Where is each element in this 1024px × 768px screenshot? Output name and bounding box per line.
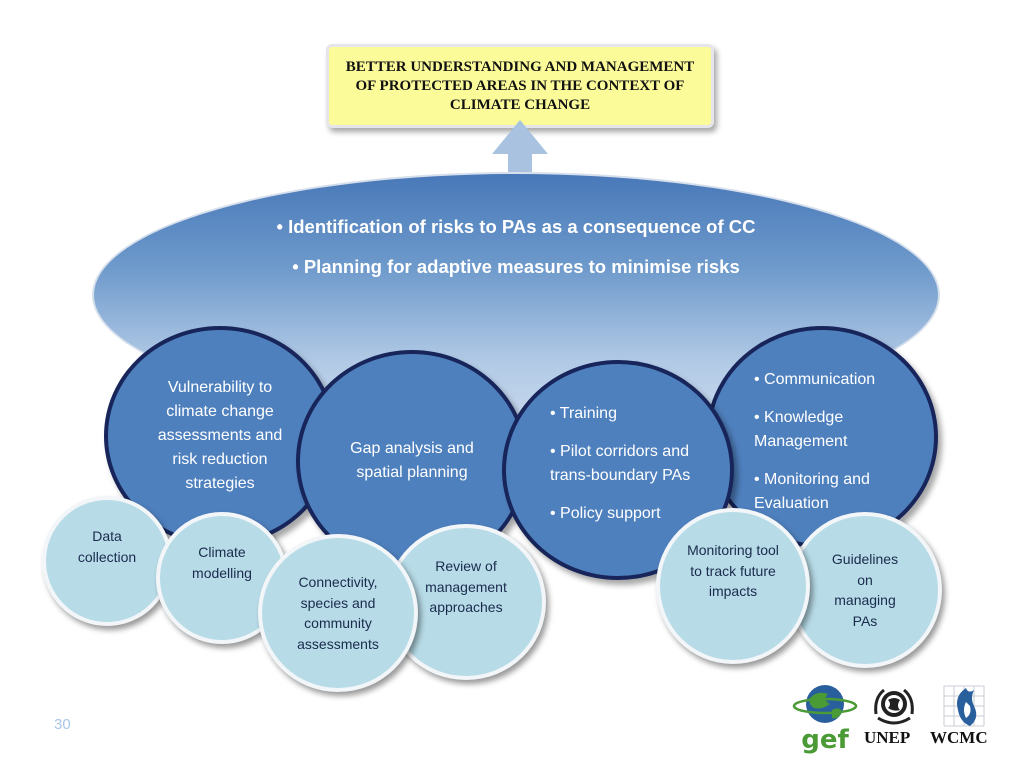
- gap-analysis-label: Gap analysis and spatial planning: [350, 440, 474, 481]
- up-arrow-icon: [492, 120, 548, 190]
- gef-logo: gef: [792, 685, 858, 754]
- guidelines-label: Guidelines on managing PAs: [831, 551, 899, 629]
- monitoring-tool-label: Monitoring tool to track future impacts: [687, 542, 779, 599]
- goal-title: BETTER UNDERSTANDING AND MANAGEMENT OF P…: [345, 58, 695, 113]
- communication-item: • Monitoring and Evaluation: [754, 471, 870, 512]
- climate-modelling-label: Climate modelling: [192, 544, 252, 581]
- connectivity-circle: Connectivity, species and community asse…: [258, 534, 418, 692]
- capacity-item: • Pilot corridors and trans-boundary PAs: [550, 443, 691, 484]
- unep-label: UNEP: [864, 728, 911, 747]
- capacity-item: • Policy support: [550, 505, 661, 522]
- objective-bullet: • Planning for adaptive measures to mini…: [292, 256, 740, 277]
- data-collection-circle: Data collection: [42, 496, 172, 626]
- objective-bullet: • Identification of risks to PAs as a co…: [276, 216, 756, 237]
- wcmc-label: WCMC: [930, 728, 988, 747]
- communication-item: • Communication: [754, 371, 876, 388]
- capacity-item: • Training: [550, 405, 617, 422]
- data-collection-label: Data collection: [77, 528, 137, 565]
- vulnerability-label: Vulnerability to climate change assessme…: [157, 379, 283, 492]
- wcmc-emblem-icon: [943, 685, 985, 727]
- unep-emblem-icon: [874, 688, 914, 725]
- communication-item: • Knowledge Management: [754, 409, 848, 450]
- communication-list: • Communication • Knowledge Management •…: [710, 330, 934, 516]
- capacity-list: • Training • Pilot corridors and trans-b…: [506, 364, 730, 526]
- review-label: Review of management approaches: [425, 558, 507, 615]
- gef-logo-text: gef: [801, 725, 849, 754]
- goal-box: BETTER UNDERSTANDING AND MANAGEMENT OF P…: [326, 44, 714, 128]
- objectives-list: • Identification of risks to PAs as a co…: [92, 216, 940, 296]
- connectivity-label: Connectivity, species and community asse…: [297, 574, 379, 652]
- monitoring-tool-circle: Monitoring tool to track future impacts: [656, 508, 810, 664]
- guidelines-circle: Guidelines on managing PAs: [788, 512, 942, 668]
- slide-number: 30: [54, 716, 71, 733]
